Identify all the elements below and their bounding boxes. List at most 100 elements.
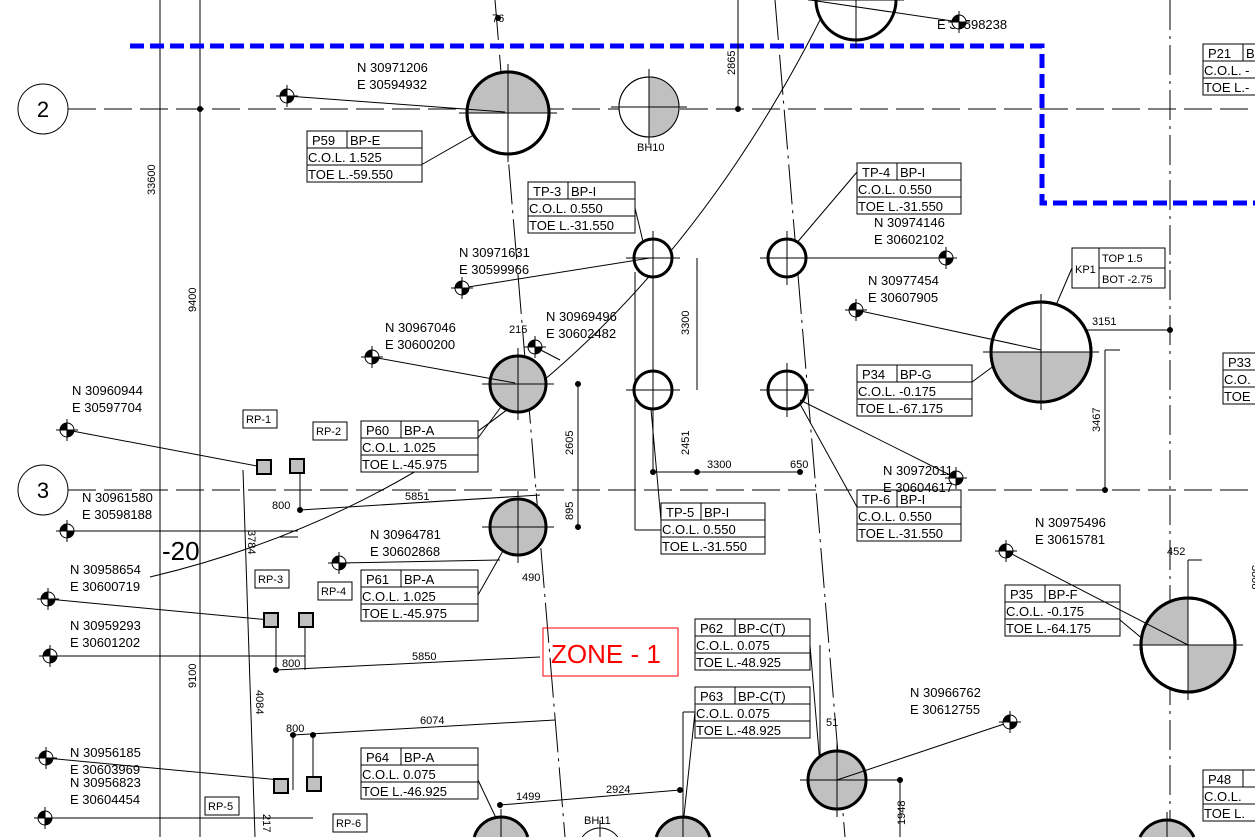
- survey-marker-icon: [43, 649, 57, 663]
- pile-type: BP-E: [350, 133, 381, 148]
- leader-line: [66, 429, 263, 468]
- dimension-node: [290, 732, 296, 738]
- toe-level: TOE L.-31.550: [529, 218, 614, 233]
- survey-marker-icon: [528, 340, 542, 354]
- zone-label: ZONE - 1: [551, 639, 661, 669]
- dimension-label: 800: [272, 500, 290, 512]
- pile-id: P64: [366, 750, 389, 765]
- toe-level: TOE: [1224, 389, 1251, 404]
- dimension-label: 217: [260, 814, 272, 832]
- dimension-label: 3808: [1249, 565, 1255, 589]
- pile-id: TP-6: [862, 492, 890, 507]
- dimension-label: 3467: [1091, 408, 1103, 432]
- easting: E 30607905: [868, 290, 938, 305]
- reference-point-icon: [289, 458, 305, 474]
- dimension-label: 9400: [187, 288, 199, 312]
- cut-off-level: C.O.L. 0.550: [662, 522, 736, 537]
- dimension-node: [575, 524, 581, 530]
- dimension-label: 3151: [1092, 316, 1116, 328]
- dimension-label: 9100: [187, 664, 199, 688]
- easting: E 30602868: [370, 544, 440, 559]
- leader-line: [338, 559, 501, 564]
- northing: N 30959293: [70, 618, 141, 633]
- kp1-id: KP1: [1075, 264, 1096, 276]
- rp-label: RP-5: [208, 801, 233, 813]
- coordinate-label: E 30598238: [809, 0, 1007, 33]
- easting: E 30598188: [82, 507, 152, 522]
- dimension-node: [497, 802, 503, 808]
- toe-level: TOE L.: [1204, 806, 1245, 821]
- pile-type: BP-C(T): [738, 689, 786, 704]
- northing: N 30969496: [546, 309, 617, 324]
- survey-marker-icon: [60, 423, 74, 437]
- pile-type: BP-I: [571, 184, 596, 199]
- cut-off-level: C.O.: [1224, 372, 1251, 387]
- northing: N 30964781: [370, 527, 441, 542]
- survey-marker-icon: [60, 524, 74, 538]
- leader-line: [649, 397, 662, 521]
- coordinate-label: N 30964781 E 30602868: [328, 527, 501, 574]
- dimension-node: [694, 469, 700, 475]
- pile-tag-box: [856, 364, 973, 417]
- toe-level: TOE L.-48.925: [696, 723, 781, 738]
- toe-level: TOE L.-67.175: [858, 401, 943, 416]
- leader-line: [461, 257, 651, 289]
- leader-line: [477, 779, 498, 821]
- cut-off-level: C.O.L. 1.525: [308, 150, 382, 165]
- dimension-label: 2924: [606, 784, 630, 796]
- toe-level: TOE L.-48.925: [696, 655, 781, 670]
- dimension-node: [495, 15, 501, 21]
- rp-label: RP-1: [246, 414, 271, 426]
- toe-level: TOE L.-46.925: [362, 784, 447, 799]
- leader-line: [799, 399, 957, 479]
- pile-tag-box: [360, 420, 479, 473]
- leader-line: [809, 644, 821, 766]
- reference-point-icon: [298, 612, 314, 628]
- dimension-node: [797, 469, 803, 475]
- cut-off-level: C.O.L. 0.075: [696, 706, 770, 721]
- rp-label-box: [317, 581, 353, 601]
- dimension-label: 490: [522, 572, 540, 584]
- pile-id: P61: [366, 572, 389, 587]
- dimension-label: 5851: [405, 491, 429, 503]
- pile-type: BP: [1246, 46, 1255, 61]
- northing: N 30956185: [70, 745, 141, 760]
- kp1-bot: BOT -2.75: [1102, 274, 1153, 286]
- cut-off-level: C.O.L. -: [1204, 63, 1250, 78]
- rp-label: RP-4: [321, 586, 346, 598]
- easting: E 30615781: [1035, 532, 1105, 547]
- northing: N 30977454: [868, 273, 939, 288]
- northing: N 30966762: [910, 685, 981, 700]
- cut-off-level: C.O.L. 1.025: [362, 589, 436, 604]
- dimension-node: [735, 106, 741, 112]
- reference-point-icon: [273, 778, 289, 794]
- easting: E 30600719: [70, 579, 140, 594]
- grid-bubble: [17, 464, 69, 516]
- pile-tag-box: [360, 569, 479, 622]
- cut-off-level: C.O.L. -0.175: [858, 384, 936, 399]
- pile-id: P62: [700, 621, 723, 636]
- zone-box: [542, 627, 679, 677]
- rp-label-box: [332, 813, 368, 833]
- dimension-label: 3300: [680, 311, 692, 335]
- rp-label: RP-6: [336, 818, 361, 830]
- easting: E 30602482: [546, 326, 616, 341]
- pile-type: BP-G: [900, 367, 932, 382]
- survey-marker-icon: [332, 556, 346, 570]
- coordinate-label: N 30977454 E 30607905: [845, 273, 1042, 351]
- survey-marker-icon: [939, 251, 953, 265]
- survey-marker-icon: [41, 592, 55, 606]
- northing: N 30972011: [883, 463, 953, 478]
- dimension-label: 800: [282, 658, 300, 670]
- survey-marker-icon: [849, 303, 863, 317]
